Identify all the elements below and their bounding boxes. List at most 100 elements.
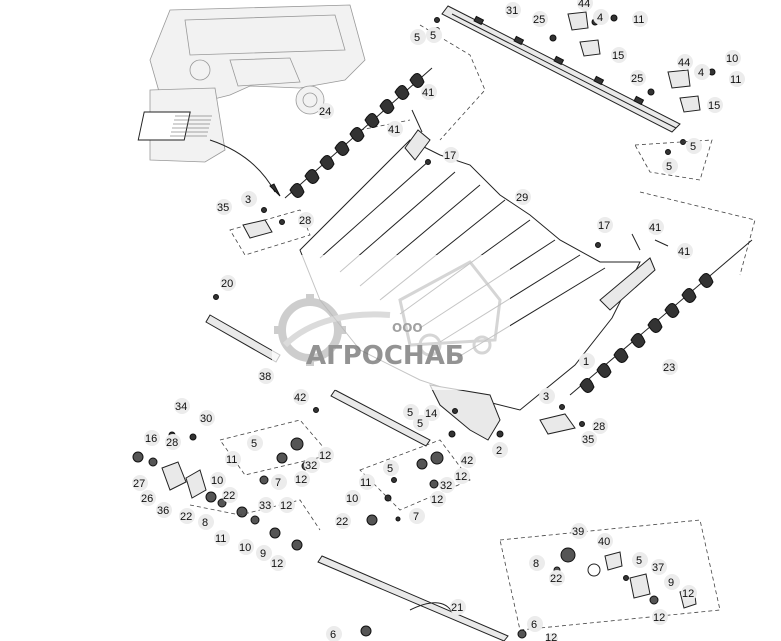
gear-assembly-right (553, 547, 697, 609)
callout-20: 20 (221, 278, 233, 290)
callout-22-d: 22 (550, 573, 562, 585)
callout-17-b: 17 (598, 220, 610, 232)
callout-22-c: 22 (336, 516, 348, 528)
callout-11-e: 11 (360, 477, 371, 489)
callout-36: 36 (157, 505, 169, 517)
callout-12-d: 12 (295, 474, 307, 486)
callout-1: 1 (583, 356, 589, 368)
callout-35: 35 (217, 202, 229, 214)
lower-auger (569, 239, 753, 396)
callout-12-b: 12 (280, 500, 292, 512)
callout-23: 23 (663, 362, 675, 374)
callout-32: 32 (305, 460, 317, 472)
center-shaft (330, 389, 431, 447)
callout-12-g: 12 (682, 588, 694, 600)
callout-5-i: 5 (636, 555, 642, 567)
callout-12: 12 (319, 450, 331, 462)
callout-39: 39 (572, 526, 584, 538)
callout-5-d: 5 (666, 161, 672, 173)
callout-7-b: 7 (413, 511, 419, 523)
callout-44-b: 44 (678, 57, 690, 69)
bottom-drive-shaft (317, 555, 527, 641)
end-plate-upper (242, 207, 285, 239)
callout-42: 42 (294, 392, 306, 404)
callout-27: 27 (133, 478, 145, 490)
callout-labels: 31 44 25 4 11 15 5 5 44 10 25 4 11 15 5 … (132, 0, 745, 641)
callout-44: 44 (578, 0, 590, 10)
callout-37: 37 (652, 562, 664, 574)
callout-10: 10 (726, 53, 738, 65)
callout-5-b: 5 (430, 30, 436, 42)
callout-5-a: 5 (414, 32, 420, 44)
callout-29: 29 (516, 192, 528, 204)
callout-15: 15 (612, 50, 624, 62)
callout-31: 31 (506, 5, 518, 17)
callout-12-i: 12 (545, 632, 557, 641)
combine-harvester-illustration (137, 4, 366, 197)
callout-5-c: 5 (690, 141, 696, 153)
callout-12-e: 12 (455, 471, 467, 483)
callout-5-h: 5 (387, 463, 393, 475)
callout-4: 4 (597, 12, 603, 24)
callout-40: 40 (598, 536, 610, 548)
callout-4-b: 4 (698, 67, 704, 79)
watermark-company-name: АГРОСНАБ (306, 341, 465, 371)
callout-34: 34 (175, 401, 187, 413)
callout-10-c: 10 (239, 542, 251, 554)
upper-cross-beam (434, 5, 686, 155)
callout-11: 11 (633, 14, 644, 26)
callout-2: 2 (496, 445, 502, 457)
callout-3: 3 (245, 194, 251, 206)
callout-12-h: 12 (653, 612, 665, 624)
callout-10-d: 10 (346, 493, 358, 505)
callout-14: 14 (425, 408, 437, 420)
callout-35-b: 35 (582, 434, 594, 446)
callout-9-b: 9 (668, 577, 674, 589)
assembly-leader-lines (229, 24, 756, 631)
callout-41-b: 41 (388, 124, 400, 136)
callout-32-b: 32 (440, 480, 452, 492)
gear-assembly-middle (359, 430, 471, 526)
watermark-prefix: ООО (392, 321, 423, 335)
callout-28: 28 (299, 215, 311, 227)
callout-41-d: 41 (678, 246, 690, 258)
callout-6-b: 6 (531, 619, 537, 631)
harvester-watermark-icon (398, 260, 502, 357)
callout-5-e: 5 (407, 407, 413, 419)
watermark: ООО АГРОСНАБ (272, 255, 510, 390)
callout-8: 8 (202, 517, 208, 529)
callout-7: 7 (275, 477, 281, 489)
callout-25-b: 25 (631, 73, 643, 85)
callout-15-b: 15 (708, 100, 720, 112)
callout-22-b: 22 (180, 511, 192, 523)
callout-41-a: 41 (422, 87, 434, 99)
callout-6: 6 (330, 629, 336, 641)
callout-9: 9 (260, 548, 266, 560)
callout-30: 30 (200, 413, 212, 425)
callout-3-b: 3 (543, 391, 549, 403)
callout-8-b: 8 (533, 558, 539, 570)
gear-assembly-left (132, 407, 331, 551)
callout-41-c: 41 (649, 222, 661, 234)
callout-22: 22 (223, 490, 235, 502)
drive-bracket (429, 384, 504, 441)
callout-33: 33 (259, 500, 271, 512)
callout-28-b: 28 (593, 421, 605, 433)
callout-17: 17 (444, 150, 456, 162)
callout-26: 26 (141, 493, 153, 505)
side-blade-left (205, 294, 281, 363)
callout-38: 38 (259, 371, 271, 383)
callout-24: 24 (319, 106, 331, 118)
callout-11-c: 11 (226, 454, 237, 466)
callout-25: 25 (533, 14, 545, 26)
callout-12-c: 12 (271, 558, 283, 570)
callout-42-b: 42 (461, 455, 473, 467)
gear-logo-icon (274, 294, 391, 366)
callout-12-f: 12 (431, 494, 443, 506)
end-plate-lower (539, 404, 585, 435)
upper-auger (284, 67, 433, 199)
callout-16: 16 (145, 433, 157, 445)
callout-11-d: 11 (215, 533, 226, 545)
callout-28-c: 28 (166, 437, 178, 449)
callout-11-b: 11 (730, 74, 741, 86)
